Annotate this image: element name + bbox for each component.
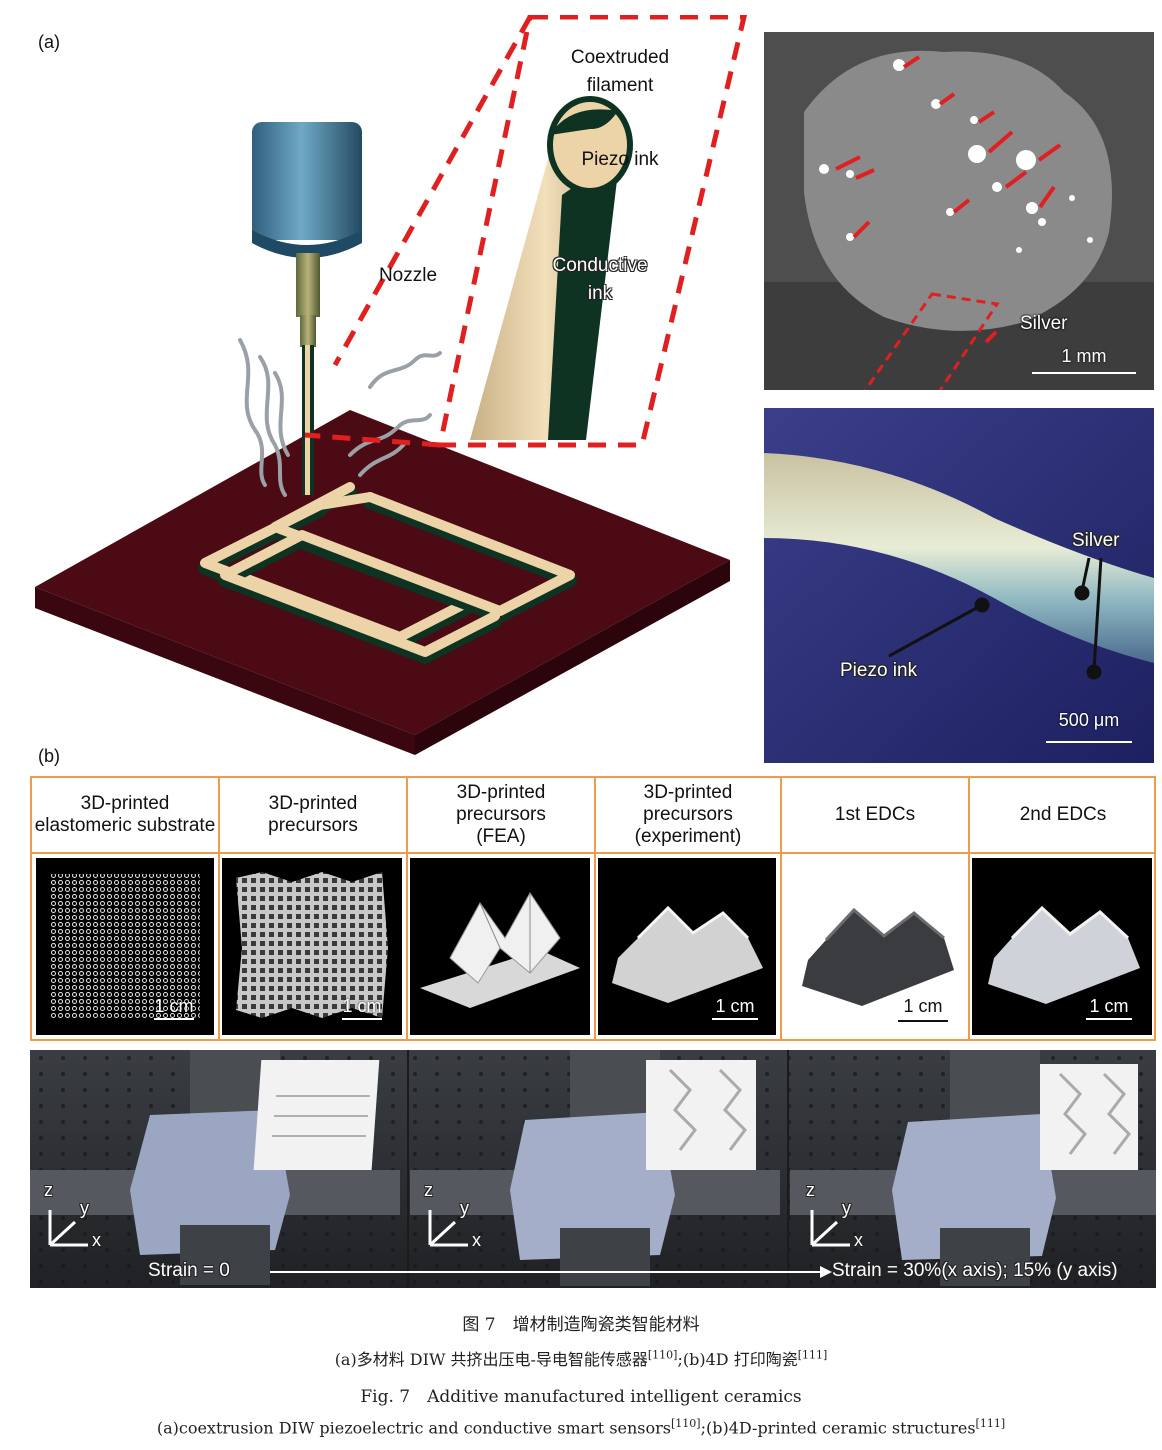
conductive-ink-label: Conductive ink <box>552 255 648 304</box>
column-header-precursors-fea: 3D-printed precursors (FEA) <box>456 782 546 847</box>
optical-piezo-label: Piezo ink <box>840 660 918 681</box>
second-edcs-image <box>972 858 1152 1035</box>
optical-scale-bar <box>1046 741 1132 743</box>
elastomeric-substrate-image <box>36 858 214 1035</box>
sem-scale-bar <box>1032 372 1136 374</box>
scale-bar-substrate <box>154 1018 194 1020</box>
scale-label-experiment: 1 cm <box>715 996 755 1016</box>
substrate-slab <box>35 410 730 755</box>
panel-a-label: (a) <box>38 32 60 52</box>
optical-leader-lines <box>888 557 1103 680</box>
strain-test-photos <box>30 1050 1156 1288</box>
column-header-precursors-experiment: 3D-printed precursors (experiment) <box>634 782 742 847</box>
optical-micrograph-image <box>764 408 1154 763</box>
strain-end-label: Strain = 30%(x axis); 15% (y axis) <box>832 1260 1118 1281</box>
axis-x-label-3: x <box>854 1230 863 1250</box>
precursors-fea-image <box>410 858 590 1035</box>
scale-bar-precursors <box>342 1018 382 1020</box>
optical-silver-label: Silver <box>1072 530 1120 551</box>
silver-particles <box>819 59 1093 253</box>
sem-cross-section-image <box>764 32 1154 390</box>
scale-bar-1st-edcs <box>898 1020 948 1022</box>
caption-cn-title: 图 7 增材制造陶瓷类智能材料 <box>462 1315 700 1335</box>
frame-1 <box>30 1050 400 1285</box>
sem-scale-label: 1 mm <box>1061 346 1107 366</box>
edc-table-header <box>32 778 1154 854</box>
optical-scale-label: 500 μm <box>1058 710 1120 730</box>
precursors-experiment-image <box>598 858 776 1035</box>
axis-y-label-1: y <box>80 1198 89 1218</box>
column-header-precursors: 3D-printed precursors <box>268 793 358 836</box>
frame-2 <box>410 1050 780 1286</box>
strain-start-label: Strain = 0 <box>148 1260 230 1281</box>
scale-label-precursors: 1 cm <box>342 996 382 1016</box>
inset-callout <box>304 15 748 448</box>
axis-z-label-3: z <box>806 1180 815 1200</box>
column-header-2nd-edcs: 2nd EDCs <box>1019 804 1107 825</box>
inset-title: Coextruded filament <box>570 47 670 96</box>
caption-en-title: Fig. 7 Additive manufactured intelligent… <box>360 1387 802 1407</box>
axis-y-label-2: y <box>460 1198 469 1218</box>
printed-meander <box>198 482 577 664</box>
printing-schematic <box>35 15 748 755</box>
nozzle-label: Nozzle <box>378 265 438 286</box>
scale-label-2nd-edcs: 1 cm <box>1089 996 1129 1016</box>
scale-bar-experiment <box>712 1018 758 1020</box>
scale-label-substrate: 1 cm <box>154 996 194 1016</box>
edc-table: 3D-printed elastomeric substrate 3D-prin… <box>30 776 1156 1041</box>
strain-test-strip: z y x z y x z y x Strain = 0 Strain = 30… <box>30 1050 1156 1288</box>
panel-b-label: (b) <box>38 746 60 766</box>
scale-bar-2nd-edcs <box>1086 1018 1132 1020</box>
first-edcs-image <box>784 858 964 1035</box>
coextruded-filament-inset <box>470 96 633 440</box>
column-header-elastomeric-substrate: 3D-printed elastomeric substrate <box>34 793 216 836</box>
red-arrows <box>835 55 1062 344</box>
axis-y-label-3: y <box>842 1198 851 1218</box>
frame-3 <box>790 1050 1156 1286</box>
axis-x-label-2: x <box>472 1230 481 1250</box>
sem-silver-label: Silver <box>1020 313 1068 334</box>
column-header-1st-edcs: 1st EDCs <box>834 804 916 825</box>
axis-z-label-2: z <box>424 1180 433 1200</box>
piezo-ink-label: Piezo ink <box>581 149 659 170</box>
axis-z-label-1: z <box>44 1180 53 1200</box>
caption-en-subtitle: (a)coextrusion DIW piezoelectric and con… <box>156 1417 1006 1438</box>
scale-label-1st-edcs: 1 cm <box>903 996 943 1016</box>
axis-x-label-1: x <box>92 1230 101 1250</box>
heat-wisps <box>238 338 442 497</box>
axis-triads <box>48 1210 850 1247</box>
caption-cn-subtitle: (a)多材料 DIW 共挤出压电-导电智能传感器[110];(b)4D 打印陶瓷… <box>334 1348 828 1369</box>
nozzle <box>252 122 362 495</box>
precursors-image <box>222 858 402 1035</box>
